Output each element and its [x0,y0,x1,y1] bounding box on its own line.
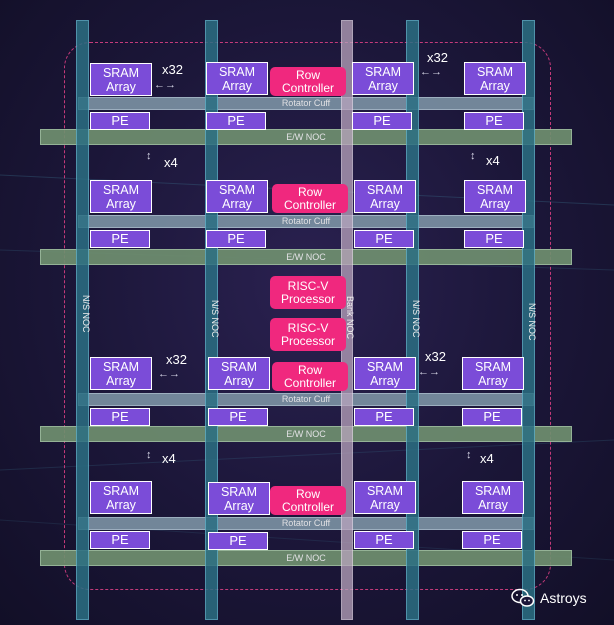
pe-block: PE [206,230,266,248]
sram-array-block: SRAM Array [462,481,524,514]
ns-noc-bar [205,20,218,620]
horizontal-arrow-icon: ←→ [420,66,442,78]
pe-block: PE [208,408,268,426]
sram-array-block: SRAM Array [208,482,270,515]
pe-block: PE [90,112,150,130]
rotator-cuff-bar: Rotator Cuff [78,97,534,110]
sram-array-block: SRAM Array [462,357,524,390]
sram-array-block: SRAM Array [206,180,268,213]
pe-block: PE [354,230,414,248]
vertical-arrow-icon: ↕ [470,150,476,162]
sram-array-block: SRAM Array [90,63,152,96]
vertical-arrow-icon: ↕ [466,449,472,461]
vertical-arrow-icon: ↕ [146,150,152,162]
pe-block: PE [208,532,268,550]
sram-array-block: SRAM Array [354,481,416,514]
multiplier-label: x32 [162,62,183,77]
bank-noc-label: Bank NOC [345,296,355,340]
rotator-cuff-bar: Rotator Cuff [78,393,534,406]
pe-block: PE [462,408,522,426]
ew-noc-bar: E/W NOC [40,426,572,442]
chip-boundary [64,42,551,590]
riscv-processor: RISC-V Processor [270,318,346,351]
row-controller: Row Controller [270,67,346,96]
sram-array-block: SRAM Array [352,62,414,95]
ew-noc-bar: E/W NOC [40,249,572,265]
ns-noc-bar [406,20,419,620]
sram-array-block: SRAM Array [90,481,152,514]
ew-noc-bar: E/W NOC [40,550,572,566]
wechat-icon [511,588,535,607]
pe-block: PE [90,408,150,426]
horizontal-arrow-icon: ←→ [418,366,440,378]
pe-block: PE [464,230,524,248]
pe-block: PE [90,230,150,248]
multiplier-label: x32 [425,349,446,364]
multiplier-label: x32 [166,352,187,367]
watermark: Astroys [511,588,587,608]
ns-noc-bar [522,20,535,620]
ns-noc-label: N/S NOC [210,300,220,338]
multiplier-label: x32 [427,50,448,65]
pe-block: PE [354,531,414,549]
sram-array-block: SRAM Array [90,357,152,390]
multiplier-label: x4 [162,451,176,466]
pe-block: PE [462,531,522,549]
ns-noc-label: N/S NOC [81,295,91,333]
watermark-text: Astroys [540,590,587,606]
riscv-processor: RISC-V Processor [270,276,346,309]
ns-noc-label: N/S NOC [527,303,537,341]
sram-array-block: SRAM Array [354,180,416,213]
pe-block: PE [352,112,412,130]
sram-array-block: SRAM Array [206,62,268,95]
ns-noc-bar [76,20,89,620]
multiplier-label: x4 [480,451,494,466]
ew-noc-bar: E/W NOC [40,129,572,145]
ns-noc-label: N/S NOC [411,300,421,338]
vertical-arrow-icon: ↕ [146,449,152,461]
horizontal-arrow-icon: ←→ [154,79,176,91]
pe-block: PE [464,112,524,130]
pe-block: PE [90,531,150,549]
sram-array-block: SRAM Array [464,180,526,213]
rotator-cuff-bar: Rotator Cuff [78,517,534,530]
row-controller: Row Controller [270,486,346,515]
sram-array-block: SRAM Array [90,180,152,213]
pe-block: PE [206,112,266,130]
pe-block: PE [354,408,414,426]
multiplier-label: x4 [164,155,178,170]
sram-array-block: SRAM Array [354,357,416,390]
row-controller: Row Controller [272,184,348,213]
row-controller: Row Controller [272,362,348,391]
multiplier-label: x4 [486,153,500,168]
sram-array-block: SRAM Array [208,357,270,390]
rotator-cuff-bar: Rotator Cuff [78,215,534,228]
sram-array-block: SRAM Array [464,62,526,95]
horizontal-arrow-icon: ←→ [158,368,180,380]
